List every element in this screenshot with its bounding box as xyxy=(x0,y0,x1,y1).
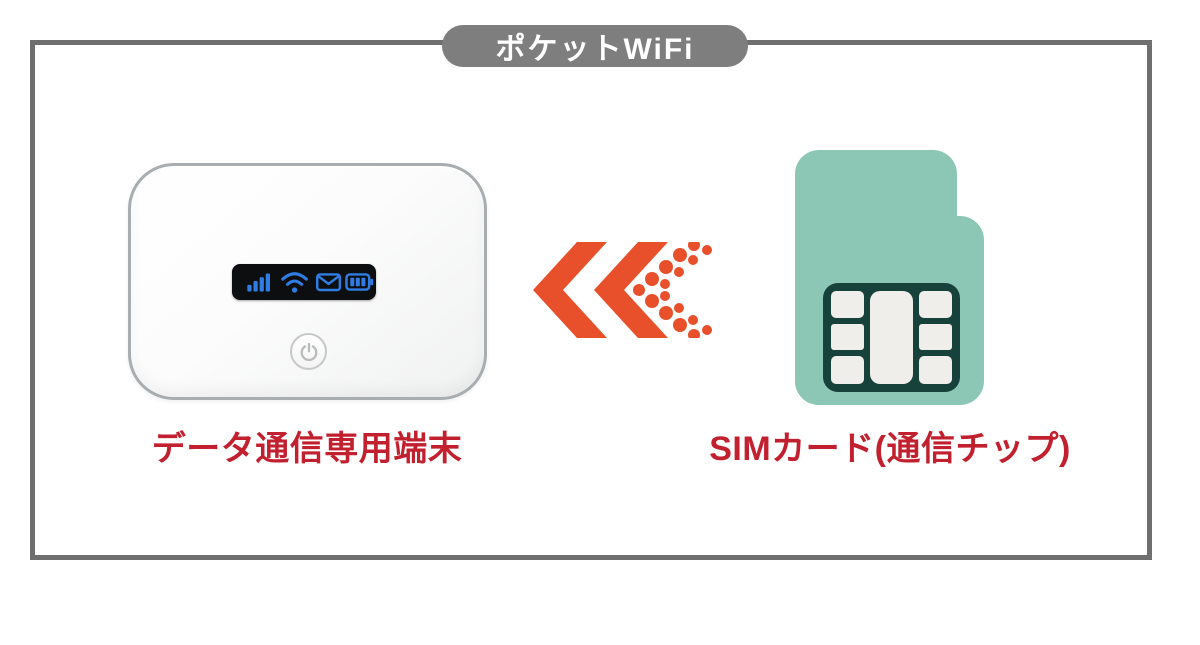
wifi-router-illustration xyxy=(128,163,487,400)
double-chevron-left-icon xyxy=(533,242,712,338)
device-display xyxy=(232,264,376,300)
mail-icon xyxy=(315,273,342,292)
power-button xyxy=(290,333,327,370)
display-icons xyxy=(247,272,374,293)
battery-icon xyxy=(345,273,374,291)
sim-label: SIMカード(通信チップ) xyxy=(709,430,1071,468)
device-label: データ通信専用端末 xyxy=(151,430,463,468)
title-text: ポケットWiFi xyxy=(495,33,695,66)
sim-chip-icon xyxy=(823,283,960,392)
power-icon xyxy=(300,342,317,361)
title-pill: ポケットWiFi xyxy=(442,25,748,67)
signal-bars-icon xyxy=(247,273,270,292)
wifi-icon xyxy=(281,272,308,293)
dotted-chevron xyxy=(633,242,712,338)
chevron-1 xyxy=(533,242,607,338)
chevron-2 xyxy=(594,242,668,338)
